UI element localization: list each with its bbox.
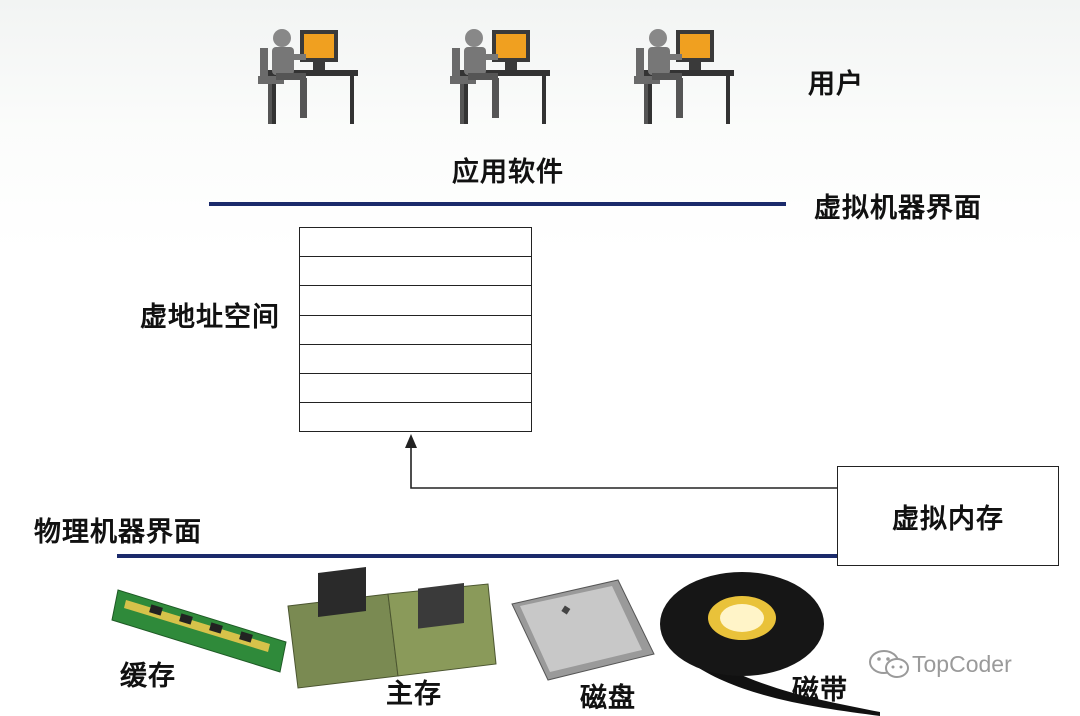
physical-interface-label: 物理机器界面 (34, 517, 202, 548)
virtual-interface-line (209, 202, 786, 206)
ram-module-icon (111, 589, 287, 673)
address-row (300, 345, 531, 374)
virtual-memory-label: 虚拟内存 (892, 503, 1004, 535)
address-row (300, 257, 531, 287)
hard-disk-icon: ◆ (511, 579, 655, 681)
virtual-address-space-table (299, 227, 532, 432)
virtual-address-space-label: 虚地址空间 (140, 302, 280, 333)
tape-label: 磁带 (792, 675, 848, 706)
wechat-icon (869, 650, 909, 678)
address-row (300, 228, 531, 258)
main-memory-label: 主存 (386, 679, 442, 710)
watermark: TopCoder (868, 648, 1012, 680)
disk-label: 磁盘 (580, 683, 636, 714)
address-row (300, 374, 531, 404)
address-row (300, 316, 531, 345)
watermark-text: TopCoder (912, 650, 1012, 677)
cache-label: 缓存 (120, 661, 176, 692)
users-label: 用户 (808, 69, 864, 100)
application-label: 应用软件 (452, 157, 564, 188)
virtual-memory-box: 虚拟内存 (837, 466, 1059, 566)
physical-interface-line (117, 554, 837, 558)
svg-text:◆: ◆ (560, 601, 573, 617)
cpu-chip-icon (287, 567, 497, 689)
virtual-interface-label: 虚拟机器界面 (814, 193, 982, 224)
tape-reel-icon (660, 572, 880, 716)
address-row (300, 286, 531, 316)
